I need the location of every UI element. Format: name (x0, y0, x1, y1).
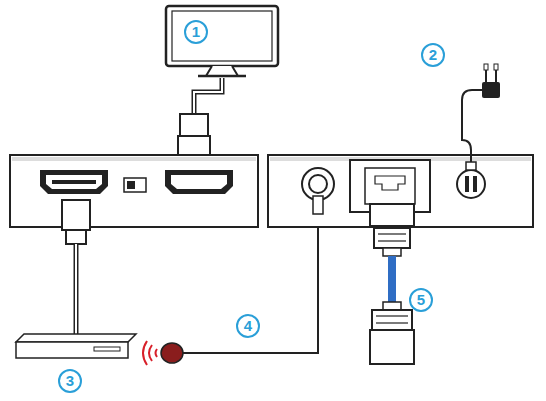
callout-number: 3 (59, 370, 81, 392)
callout-number: 1 (185, 21, 207, 43)
callout-number: 4 (237, 315, 259, 337)
monitor (166, 6, 278, 76)
callout-number: 5 (410, 289, 432, 311)
callout-number: 2 (422, 44, 444, 66)
callout-circles (59, 21, 444, 392)
